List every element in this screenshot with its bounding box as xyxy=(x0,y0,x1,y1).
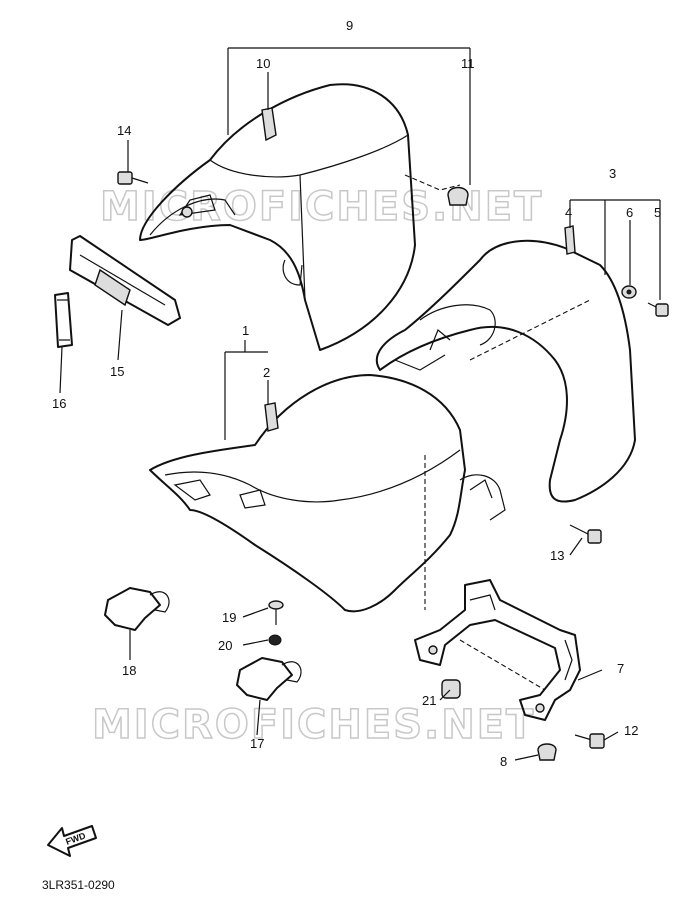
callout-13: 13 xyxy=(550,548,564,563)
callout-2: 2 xyxy=(263,365,270,380)
callout-3: 3 xyxy=(609,166,616,181)
plate-part-15[interactable] xyxy=(69,235,181,326)
callout-7: 7 xyxy=(617,661,624,676)
callout-21: 21 xyxy=(422,693,436,708)
callout-16: 16 xyxy=(52,396,66,411)
hook-bracket-part-17[interactable] xyxy=(236,657,302,701)
callout-5: 5 xyxy=(654,205,661,220)
strap-part-16[interactable] xyxy=(54,292,73,348)
callout-20: 20 xyxy=(218,638,232,653)
callout-10: 10 xyxy=(256,56,270,71)
washer-part-6[interactable] xyxy=(621,285,637,299)
grommet-part-8[interactable] xyxy=(537,743,557,761)
rear-seat-part[interactable] xyxy=(139,83,461,351)
callout-labels: 9 10 11 14 3 4 6 5 1 2 15 16 13 19 20 18… xyxy=(52,18,661,769)
callout-14: 14 xyxy=(117,123,131,138)
watermark-bottom: MICROFICHES.NET xyxy=(92,702,535,748)
fwd-arrow-icon: FWD xyxy=(47,825,97,857)
callout-18: 18 xyxy=(122,663,136,678)
callout-1: 1 xyxy=(242,323,249,338)
callout-12: 12 xyxy=(624,723,638,738)
bolt-part-14[interactable] xyxy=(117,171,149,185)
hook-bracket-part-18[interactable] xyxy=(104,587,170,631)
callout-4: 4 xyxy=(565,205,572,220)
grommet-part-11[interactable] xyxy=(447,186,469,206)
nut-part-20[interactable] xyxy=(268,634,282,646)
leader-lines xyxy=(59,47,661,761)
callout-11: 11 xyxy=(461,56,475,71)
watermark-top: MICROFICHES.NET xyxy=(100,184,543,230)
callout-9: 9 xyxy=(346,18,353,33)
diagram-code: 3LR351-0290 xyxy=(42,878,115,892)
front-seat-part[interactable] xyxy=(149,374,506,613)
callout-8: 8 xyxy=(500,754,507,769)
bolt-part-13[interactable] xyxy=(569,524,602,544)
seat-cowl-part[interactable] xyxy=(375,225,636,503)
bolt-part-12[interactable] xyxy=(574,733,605,749)
callout-6: 6 xyxy=(626,205,633,220)
callout-19: 19 xyxy=(222,610,236,625)
callout-15: 15 xyxy=(110,364,124,379)
bracket-part[interactable] xyxy=(414,455,581,721)
callout-17: 17 xyxy=(250,736,264,751)
screw-part-19[interactable] xyxy=(268,600,284,625)
bolt-part-5[interactable] xyxy=(647,302,669,317)
